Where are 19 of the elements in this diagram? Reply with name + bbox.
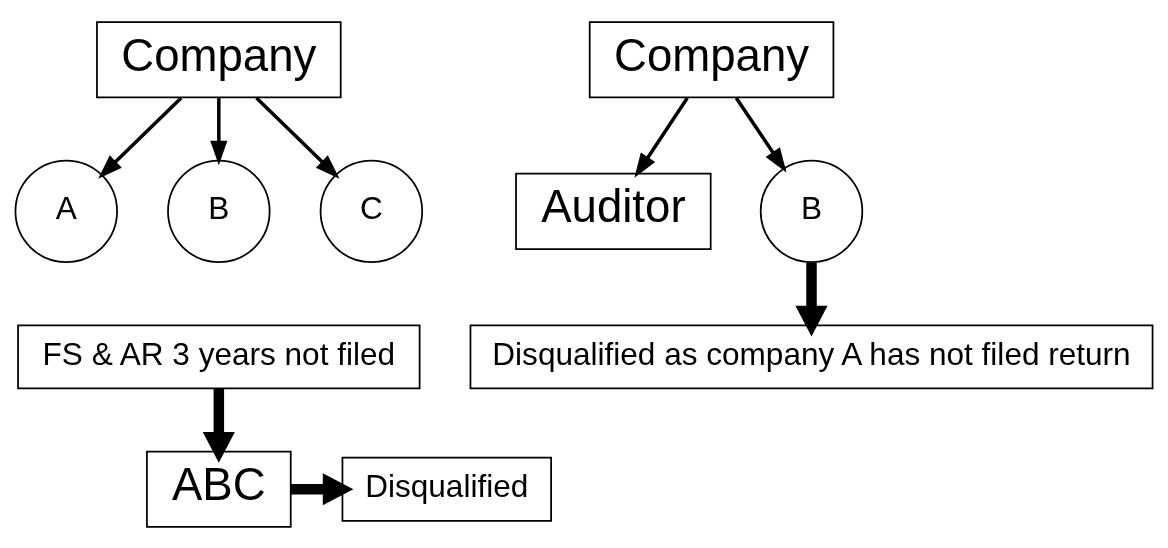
node-box: Auditor [515,172,712,250]
node-box: Company [588,20,835,98]
node-box: Disqualified [341,456,552,522]
node-circle: A [14,159,118,263]
node-box: Company [96,20,342,98]
arrow [255,96,340,179]
arrow [795,262,828,336]
node-circle: C [319,159,424,263]
node-box: Disqualified as company A has not filed return [469,323,1154,389]
arrow [634,96,689,178]
node-circle: B [759,159,864,263]
node-box: FS & AR 3 years not filed [17,323,421,389]
arrow [290,472,354,505]
node-circle: B [167,159,271,263]
arrow [210,97,228,165]
arrow [734,96,787,173]
node-box: ABC [146,450,292,528]
arrow [98,96,183,179]
arrow [202,388,235,463]
